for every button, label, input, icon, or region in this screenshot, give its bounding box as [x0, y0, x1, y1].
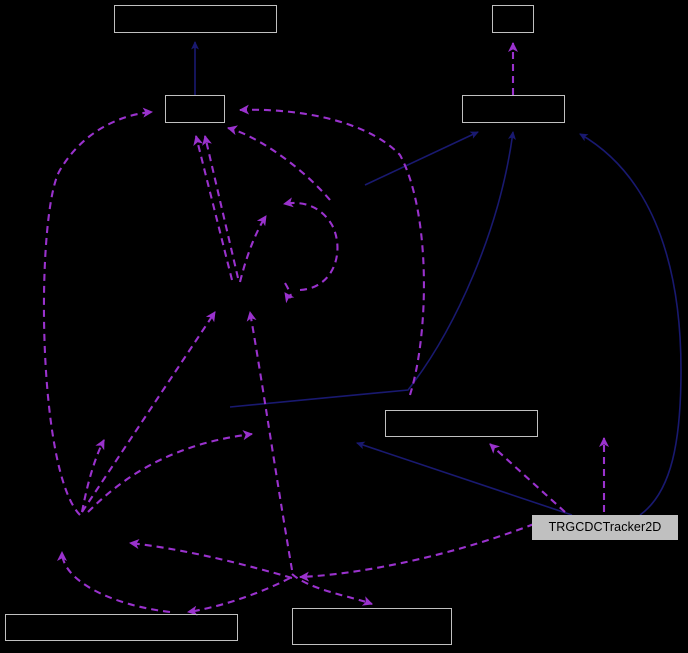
edge-use-hub-self-loop [283, 197, 339, 292]
edge-use-bottom-left-to-lower-hub [57, 551, 171, 614]
edge-inherit-current-to-mid-right [356, 441, 573, 516]
node-top-right[interactable] [492, 5, 534, 33]
node-mid-right[interactable] [385, 410, 538, 437]
edge-use-lower-hub-to-right [87, 430, 253, 513]
edge-use-lower-center-to-bottom-center [291, 573, 373, 606]
edge-use-current-to-mid-right [489, 443, 566, 513]
node-current-class[interactable]: TRGCDCTracker2D [532, 515, 678, 540]
edge-inherit-current-to-upper-right [579, 133, 682, 516]
edge-use-lower-center-to-bottom-left [187, 577, 291, 616]
edge-use-left-sweep-to-upper-mid [42, 107, 153, 516]
edge-use-hub-to-up-right [238, 215, 267, 283]
node-bottom-left[interactable] [5, 614, 238, 641]
node-top-left[interactable] [114, 5, 277, 33]
edge-use-hub-to-upper-mid-b [202, 135, 240, 279]
edge-use-lower-center-to-left-arrow [129, 539, 293, 580]
node-bottom-center[interactable] [292, 608, 452, 645]
edge-use-lower-hub-to-hub-left [81, 311, 216, 513]
edge-inherit-left-diagonal-to-upper-right [364, 131, 479, 186]
edge-use-upper-mid-diag-down-right [227, 125, 331, 201]
edge-use-hub-loop-tail [284, 282, 295, 304]
edge-inherit-midline-to-upper-right [229, 131, 516, 408]
inheritance-edges [191, 41, 682, 516]
edge-use-current-to-lower-center [299, 523, 535, 582]
edge-use-lower-center-to-hub [246, 311, 294, 571]
node-current-class-label: TRGCDCTracker2D [548, 520, 662, 535]
node-upper-mid[interactable] [165, 95, 225, 123]
edge-use-hub-to-upper-mid-a [193, 135, 234, 281]
node-upper-right[interactable] [462, 95, 565, 123]
edge-use-right-sweep-to-upper-mid [239, 104, 425, 396]
usage-edges [42, 42, 609, 616]
